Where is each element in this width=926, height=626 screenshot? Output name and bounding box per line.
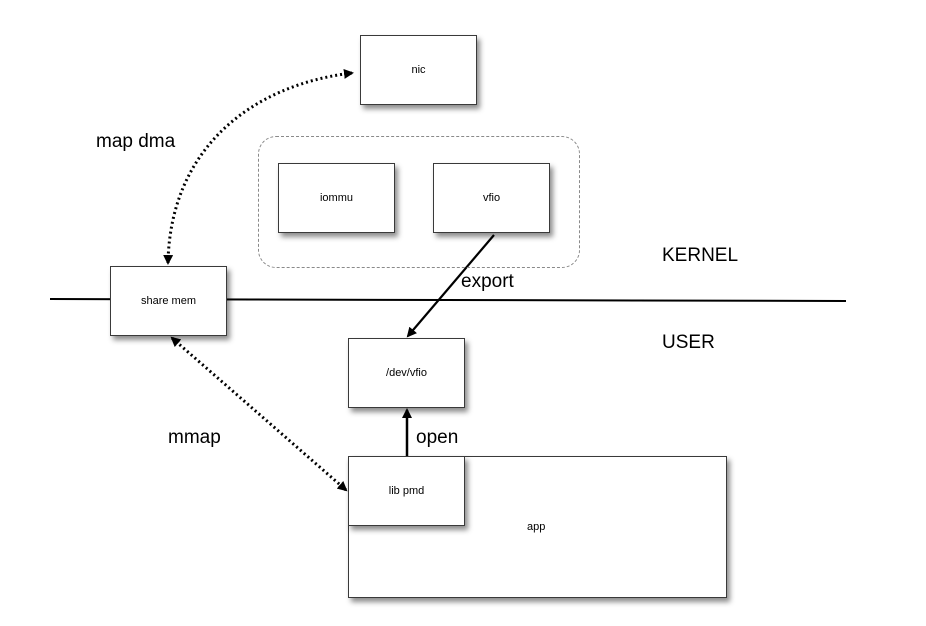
export-label: export (461, 271, 514, 292)
iommu-node: iommu (278, 163, 395, 233)
export-arrow (406, 234, 495, 338)
map-dma-label: map dma (96, 131, 176, 152)
nic-label: nic (411, 64, 426, 76)
share-mem-node: share mem (110, 266, 227, 336)
user-region-label: USER (662, 332, 715, 353)
lib-pmd-node: lib pmd (348, 456, 465, 526)
vfio-node: vfio (433, 163, 550, 233)
kernel-region-label: KERNEL (662, 245, 739, 266)
iommu-label: iommu (319, 192, 353, 204)
dev-vfio-node: /dev/vfio (348, 338, 465, 408)
mmap-label: mmap (168, 427, 221, 448)
share-mem-label: share mem (140, 295, 197, 307)
open-label: open (416, 427, 459, 448)
nic-node: nic (360, 35, 477, 105)
mmap-arrow (170, 336, 348, 492)
vfio-label: vfio (482, 192, 501, 204)
lib-pmd-label: lib pmd (388, 485, 425, 497)
app-label: app (527, 521, 546, 533)
kernel-driver-group (258, 136, 580, 268)
dev-vfio-label: /dev/vfio (386, 367, 427, 379)
